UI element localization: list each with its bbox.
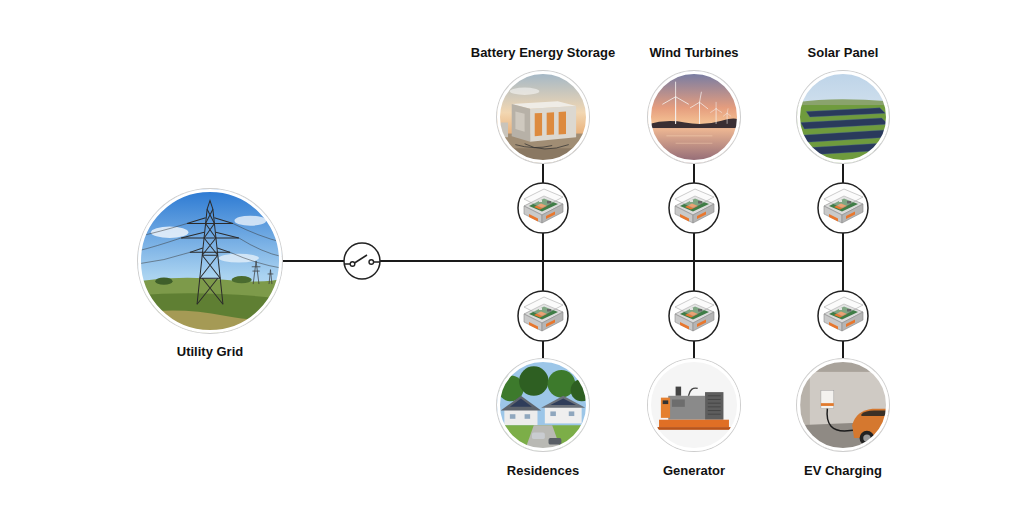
bus-connector bbox=[282, 261, 694, 359]
generator-photo bbox=[648, 359, 740, 451]
bus-connector bbox=[282, 163, 543, 261]
node-label: Utility Grid bbox=[177, 344, 243, 360]
image-circle-node: Wind Turbines bbox=[648, 71, 740, 163]
image-circle-node: Battery Energy Storage bbox=[497, 71, 589, 163]
image-circle-node: Generator bbox=[648, 359, 740, 451]
controller-icon bbox=[818, 291, 868, 341]
image-circle-node: EV Charging bbox=[797, 359, 889, 451]
image-circle-node: Residences bbox=[497, 359, 589, 451]
wind-turbines-photo bbox=[648, 71, 740, 163]
residences-photo bbox=[497, 359, 593, 451]
controller-icon bbox=[669, 291, 719, 341]
node-label: Wind Turbines bbox=[649, 45, 738, 61]
utility-grid-photo bbox=[138, 189, 282, 333]
controller-icon bbox=[669, 183, 719, 233]
node-label: Battery Energy Storage bbox=[471, 45, 616, 61]
controller-icon bbox=[518, 291, 568, 341]
node-label: Solar Panel bbox=[808, 45, 879, 61]
bus-connector bbox=[282, 261, 543, 359]
node-label: EV Charging bbox=[804, 463, 882, 479]
image-circle-node: Utility Grid bbox=[138, 189, 282, 333]
controller-icon bbox=[518, 183, 568, 233]
node-label: Generator bbox=[663, 463, 725, 479]
bus-connector bbox=[282, 163, 694, 261]
battery-storage-photo bbox=[497, 71, 589, 163]
image-circle-node: Solar Panel bbox=[797, 71, 889, 163]
ev-charging-photo bbox=[797, 359, 889, 451]
solar-panel-photo bbox=[797, 71, 889, 163]
node-label: Residences bbox=[507, 463, 579, 479]
breaker-switch bbox=[344, 243, 380, 279]
controller-icon bbox=[818, 183, 868, 233]
